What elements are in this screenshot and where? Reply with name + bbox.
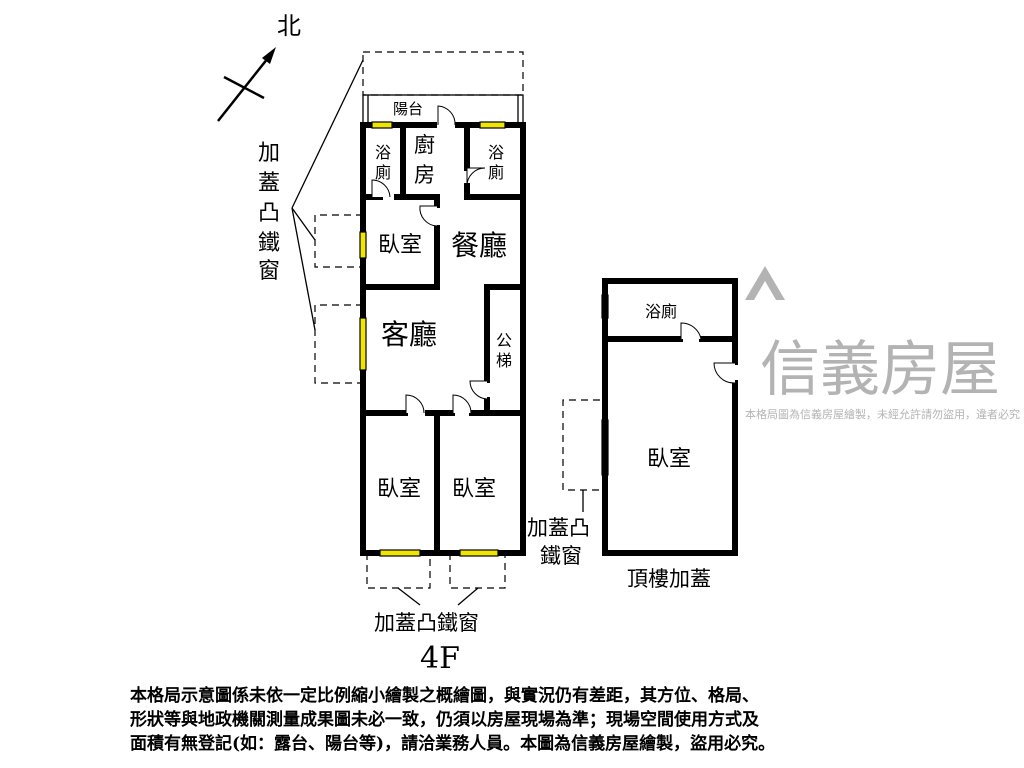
bedroom-upper-label: 臥室 (378, 233, 422, 258)
roof-bedroom-label: 臥室 (647, 447, 691, 472)
room-labels: 陽台 浴 廁 廚 房 浴 廁 臥室 餐廳 客廳 公 梯 臥室 臥室 加 蓋 凸 … (258, 100, 711, 676)
door-icon (405, 394, 425, 414)
north-label: 北 (277, 12, 301, 40)
balcony-label: 陽台 (393, 100, 423, 118)
roof-title-label: 頂樓加蓋 (627, 567, 711, 591)
kitchen-label-2: 房 (414, 163, 435, 187)
bay-left-label-2: 蓋 (258, 171, 280, 196)
bay-left-label-5: 窗 (258, 259, 280, 284)
north-arrow-icon (217, 47, 276, 122)
bedroom-bl-label: 臥室 (377, 477, 421, 502)
door-icon (371, 179, 391, 198)
door-icon (452, 394, 472, 414)
door-icon (419, 205, 438, 227)
roof-bath-label: 浴廁 (645, 302, 677, 321)
kitchen-label: 廚 (414, 133, 435, 157)
door-icon (437, 105, 456, 126)
watermark-brand: 信義房屋 (760, 335, 1000, 405)
disclaimer-line: 形狀等與地政機關測量成果圖未必一致，仍須以房屋現場為準；現場空間使用方式及 (130, 710, 759, 730)
dining-label: 餐廳 (451, 229, 507, 262)
bay-right-label-2: 鐵窗 (540, 544, 582, 568)
door-icon (469, 380, 488, 400)
bedroom-br-label: 臥室 (452, 477, 496, 502)
floor-label: 4F (420, 641, 460, 676)
disclaimer-line: 本格局示意圖係未依一定比例縮小繪製之概繪圖，與實況仍有差距，其方位、格局、 (130, 686, 759, 706)
bath-right-label: 浴 (488, 143, 504, 162)
bay-left-label-4: 鐵 (258, 231, 280, 256)
bay-right-label: 加蓋凸 (527, 516, 590, 540)
bay-bottom-label: 加蓋凸鐵窗 (374, 611, 479, 635)
bay-left-label: 加 (258, 141, 280, 166)
disclaimer: 本格局示意圖係未依一定比例縮小繪製之概繪圖，與實況仍有差距，其方位、格局、 形狀… (130, 684, 930, 756)
door-icon (680, 322, 702, 340)
disclaimer-line: 面積有無登記(如：露台、陽台等)，請洽業務人員。本圖為信義房屋繪製，盜用必究。 (130, 734, 776, 754)
door-icon (466, 167, 486, 187)
dashed-additions (291, 51, 600, 606)
roof-unit-walls (602, 278, 738, 556)
bath-left-label-2: 廁 (375, 163, 391, 182)
watermark: 信義房屋 本格局圖為信義房屋繪製，未經允許請勿盜用，違者必究 (745, 266, 1020, 421)
bay-left-label-3: 凸 (258, 201, 280, 226)
watermark-logo-icon (745, 266, 785, 300)
stairs-label: 公 (496, 331, 512, 350)
door-icon (713, 362, 736, 384)
bath-left-label: 浴 (375, 143, 391, 162)
stairs-label-2: 梯 (496, 351, 512, 370)
watermark-notice: 本格局圖為信義房屋繪製，未經允許請勿盜用，違者必究 (745, 407, 1020, 421)
bath-right-label-2: 廁 (488, 163, 504, 182)
living-label: 客廳 (381, 318, 437, 351)
